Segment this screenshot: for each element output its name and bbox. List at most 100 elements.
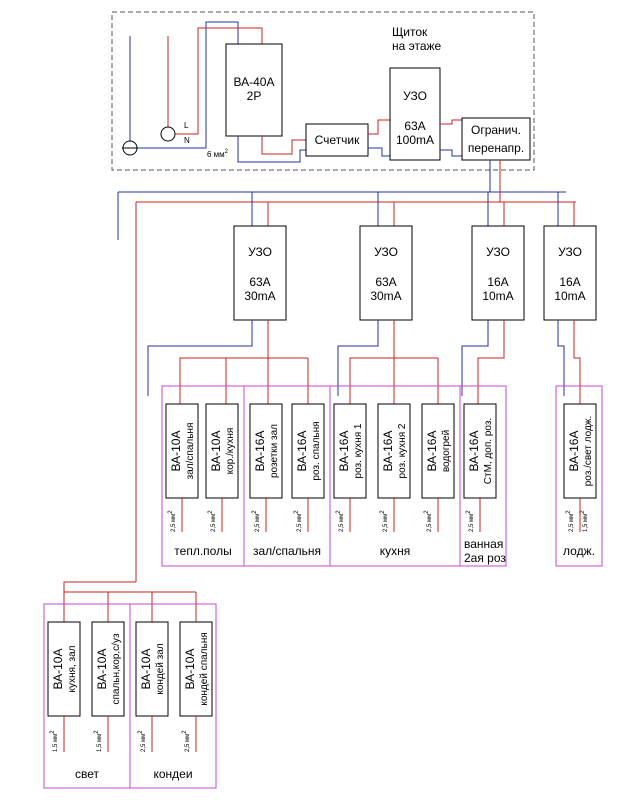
breaker-2: ВА-10А кор./кухня 2,5 мм2 [205, 403, 239, 532]
breaker-4-wire: 2,5 мм2 [294, 510, 303, 532]
feed-neutral [138, 21, 239, 149]
limiter-line2: перенапр. [468, 141, 524, 155]
breaker-8-rating: ВА-16А [467, 431, 481, 472]
breaker-1-load: зал/спальня [185, 423, 196, 480]
breaker-12: ВА-10А кондей зал 2,5 мм2 [135, 621, 169, 752]
breaker-10: ВА-10А кухня, зал 1,5 мм2 [47, 621, 81, 752]
rcd-4-name: УЗО [558, 245, 582, 259]
group-bathroom-label-line1: ванная [464, 537, 503, 551]
main-rcd-line2: 63А [404, 119, 425, 133]
breaker-13-load: кондей спальня [199, 632, 210, 705]
breaker-9-wire: 2,5 мм2 [566, 510, 575, 532]
breaker-9-load: роз./свет лодж. [583, 416, 594, 487]
breaker-9: ВА-16А роз./свет лодж. 2,5 мм2 1,5 мм2 [563, 403, 597, 532]
breaker-8: ВА-16А СтМ, доп. роз. 2,5 мм2 [463, 403, 497, 532]
breaker-5-wire: 2,5 мм2 [336, 510, 345, 532]
main-breaker-line2: 2Р [247, 89, 262, 103]
rcd-1-rating: 63А [249, 275, 270, 289]
breaker-13-rating: ВА-10А [183, 649, 197, 690]
panel-title-line2: на этаже [392, 39, 442, 53]
breaker-2-wire: 2,5 мм2 [208, 510, 217, 532]
breaker-4: ВА-16А роз. спальня 2,5 мм2 [291, 403, 325, 532]
breaker-5: ВА-16А роз. кухня 1 2,5 мм2 [333, 403, 367, 532]
group-kitchen-label: кухня [380, 544, 411, 558]
breaker-12-wire: 2,5 мм2 [138, 730, 147, 752]
rcd-2-rating: 63А [375, 275, 396, 289]
input-cable-label: 6 мм2 [207, 149, 229, 159]
rcd-1-leak: 30mA [244, 289, 275, 303]
meter-rcd-neutral [368, 147, 390, 157]
breaker-4-load: роз. спальня [311, 421, 322, 480]
breaker-11-rating: ВА-10А [95, 649, 109, 690]
breaker-11-wire: 1,5 мм2 [94, 730, 103, 752]
breaker-3-load: розетки зал [269, 424, 280, 478]
main-breaker [225, 43, 283, 137]
rcd-outputs [147, 320, 581, 404]
rcd-2-name: УЗО [374, 245, 398, 259]
main-rcd-line3: 100mA [396, 133, 434, 147]
breaker-11-load: спальн,кор,с/уз [111, 633, 122, 704]
breaker-6-wire: 2,5 мм2 [380, 510, 389, 532]
breaker-8-load: СтМ, доп. роз. [483, 418, 494, 484]
panel-title-line1: Щиток [392, 25, 428, 39]
breaker-9-rating: ВА-16А [567, 431, 581, 472]
breaker-3: ВА-16А розетки зал 2,5 мм2 [249, 403, 283, 532]
group-loggia-label: лодж. [563, 544, 595, 558]
breaker-6: ВА-16А роз. кухня 2 2,5 мм2 [377, 403, 411, 532]
rcd-4: УЗО 16А 10mA [543, 225, 597, 321]
group-ac [129, 603, 217, 789]
breaker-11: ВА-10А спальн,кор,с/уз 1,5 мм2 [91, 621, 125, 752]
breaker-7-rating: ВА-16А [425, 431, 439, 472]
terminal-L-label: L [184, 121, 189, 130]
rcd-1-name: УЗО [248, 245, 272, 259]
floor-panel-frame [111, 11, 535, 171]
group-ac-label: кондеи [153, 767, 192, 781]
breaker-6-rating: ВА-16А [381, 431, 395, 472]
breaker-9-wire2: 1,5 мм2 [580, 510, 589, 532]
lower-phase-distribution [63, 581, 136, 622]
main-rcd-line1: УЗО [403, 89, 427, 103]
breaker-1-rating: ВА-10А [169, 431, 183, 472]
phase-terminal [160, 126, 176, 142]
terminal-N-label: N [184, 136, 190, 145]
rcd-3-leak: 10mA [482, 289, 513, 303]
breaker-12-load: кондей зал [155, 643, 166, 694]
main-rcd [389, 67, 441, 161]
breaker-3-wire: 2,5 мм2 [252, 510, 261, 532]
feed-phase [175, 27, 263, 135]
rcd-feeds [251, 192, 575, 226]
rcd-1: УЗО 63А 30mA [233, 225, 287, 321]
breaker-10-load: кухня, зал [67, 645, 78, 692]
group-heated-floors-label: тепл.полы [174, 544, 231, 558]
breaker-13-wire: 2,5 мм2 [182, 730, 191, 752]
limiter-line1: Огранич. [471, 123, 521, 137]
breaker-13: ВА-10А кондей спальня 2,5 мм2 [179, 621, 213, 752]
breaker-1: ВА-10А зал/спальня 2,5 мм2 [165, 403, 199, 532]
breaker-8-wire: 2,5 мм2 [466, 510, 475, 532]
breaker-7-load: водогрей [441, 430, 452, 472]
rcd-limiter-phase [440, 119, 462, 125]
meter-rcd-phase [368, 119, 390, 135]
group-bathroom-label-line2: 2ая роз [464, 551, 506, 565]
breaker-12-rating: ВА-10А [139, 649, 153, 690]
breaker-7-wire: 2,5 мм2 [424, 510, 433, 532]
meter-label: Счетчик [315, 133, 361, 147]
breaker-5-load: роз. кухня 1 [353, 423, 364, 478]
breaker-1-wire: 2,5 мм2 [168, 510, 177, 532]
breaker-7: ВА-16А водогрей 2,5 мм2 [421, 403, 455, 532]
rcd-2-leak: 30mA [370, 289, 401, 303]
rcd-3-rating: 16А [487, 275, 508, 289]
surge-limiter [461, 117, 531, 161]
rcd-limiter-neutral [440, 149, 462, 157]
rcd-3-name: УЗО [486, 245, 510, 259]
rcd-2: УЗО 63А 30mA [359, 225, 413, 321]
breaker-10-rating: ВА-10А [51, 649, 65, 690]
group-living-bedroom-label: зал/спальня [253, 544, 321, 558]
rcd-4-leak: 10mA [554, 289, 585, 303]
rcd-4-rating: 16А [559, 275, 580, 289]
breaker-4-rating: ВА-16А [295, 431, 309, 472]
meter [305, 123, 369, 157]
breaker-6-load: роз. кухня 2 [397, 423, 408, 478]
rcd-3: УЗО 16А 10mA [471, 225, 525, 321]
